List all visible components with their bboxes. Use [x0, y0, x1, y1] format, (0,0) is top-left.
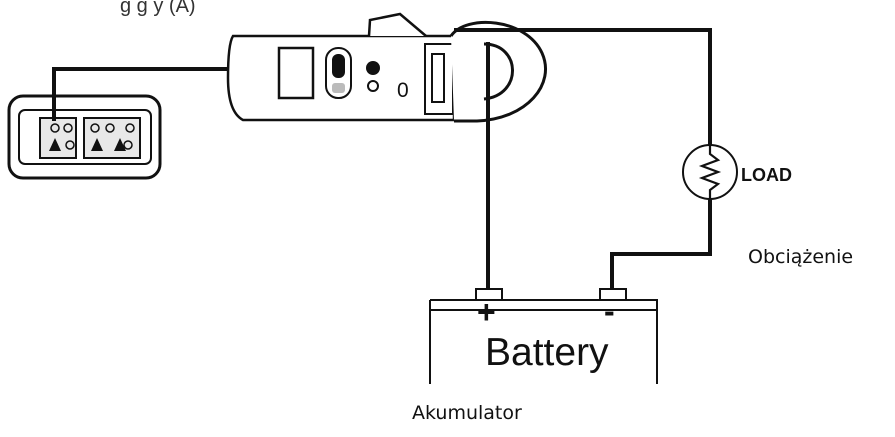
- battery-negative-symbol: -: [604, 293, 615, 329]
- handheld-meter-icon: [7, 94, 162, 180]
- load-top-wire: [454, 28, 712, 146]
- clamp-meter-icon: 0: [226, 12, 548, 123]
- battery-positive-symbol: +: [477, 294, 496, 330]
- load-translation-label: Obciążenie: [748, 246, 854, 268]
- meter-display-digit: 0: [397, 79, 409, 102]
- battery-icon: [429, 288, 658, 384]
- load-label: LOAD: [741, 165, 792, 185]
- top-caption-fragment: g g y (A): [120, 0, 196, 17]
- meter-cable: [52, 67, 232, 121]
- battery-translation-label: Akumulator: [412, 402, 522, 424]
- resistor-load-icon: [682, 144, 738, 200]
- battery-label: Battery: [485, 331, 609, 374]
- load-return-wire: [610, 199, 712, 288]
